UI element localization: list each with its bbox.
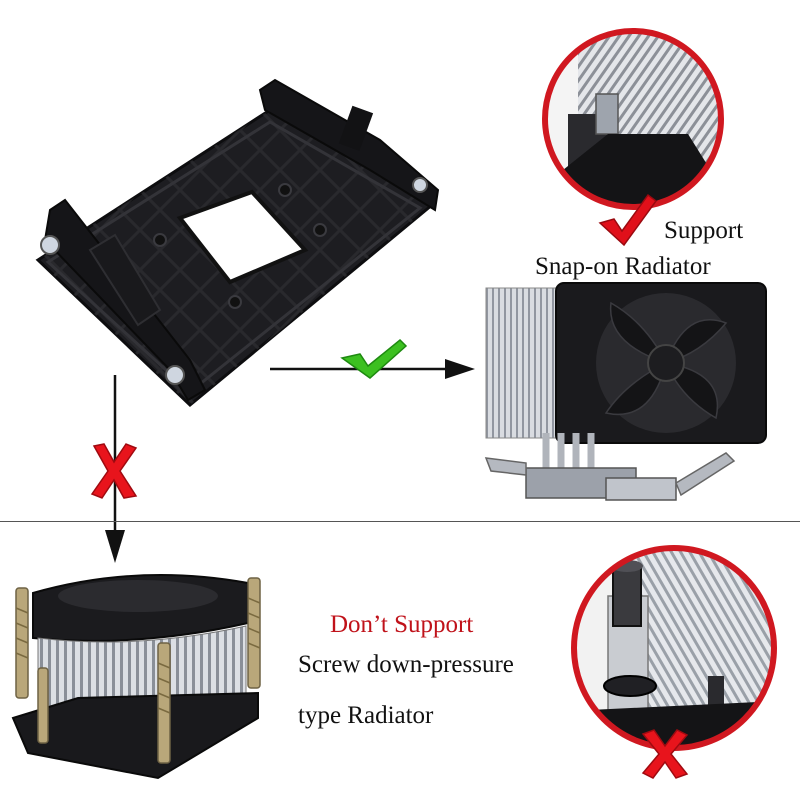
- mounting-bracket-image: [35, 78, 440, 408]
- screw-detail-circle: [571, 545, 777, 751]
- arrow-down: [105, 375, 125, 563]
- green-check-icon: [340, 338, 408, 379]
- support-label: Support: [664, 217, 744, 244]
- dont-support-label: Don’t Support: [330, 611, 474, 638]
- type-radiator-label: type Radiator: [298, 702, 434, 729]
- snap-on-radiator-label: Snap-on Radiator: [535, 253, 711, 280]
- snap-clip-detail-circle: [542, 28, 724, 210]
- screw-radiator-image: [11, 574, 261, 780]
- snap-on-radiator-image: [484, 282, 767, 501]
- red-check-icon: [598, 193, 658, 247]
- section-divider: [0, 521, 800, 522]
- screw-down-pressure-label: Screw down-pressure: [298, 651, 514, 678]
- red-x-circle-icon: [641, 729, 689, 779]
- red-x-icon: [90, 443, 138, 499]
